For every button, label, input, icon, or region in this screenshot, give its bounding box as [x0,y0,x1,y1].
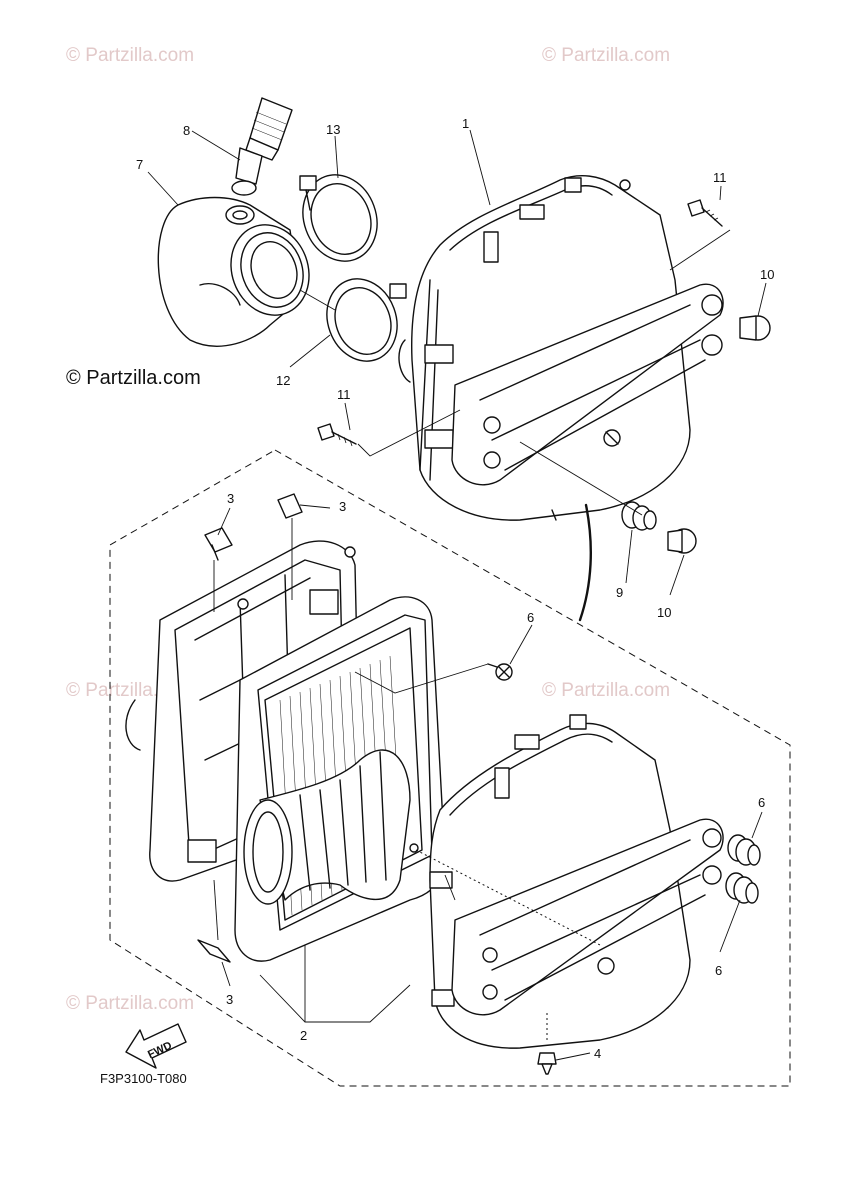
callout-6-upper: 6 [758,795,765,810]
callout-10-upper: 10 [760,267,774,282]
callout-10-lower: 10 [657,605,671,620]
watermark-top-right: © Partzilla.com [542,45,670,66]
part-7-intake-boot [157,196,310,347]
part-10-collar-lower [667,528,697,554]
part-case-cover [409,714,724,1049]
callout-1: 1 [462,116,469,131]
callout-4: 4 [594,1046,601,1061]
part-11-bolt-lower [317,423,357,447]
fwd-direction-arrow: FWD [125,1023,187,1069]
callout-3-upper-right: 3 [339,499,346,514]
assembly-group-outline [109,449,791,1087]
part-3-clip-a [204,527,233,561]
watermark-main: © Partzilla.com [66,367,201,389]
connecting-hose [578,503,592,622]
part-13-hose-clamp [299,174,378,262]
callout-7: 7 [136,157,143,172]
watermark-top-left: © Partzilla.com [66,45,194,66]
callout-3-upper-left: 3 [227,491,234,506]
callout-3-lower: 3 [226,992,233,1007]
callout-5: 6 [527,610,534,625]
callout-11-upper: 11 [713,170,727,185]
part-5-screw [487,663,513,681]
part-4-drain-plug [537,1010,557,1075]
callout-12: 12 [276,373,290,388]
part-3-clip-c [197,939,231,963]
callout-11-lower: 11 [337,387,351,402]
part-3-clip-b [277,493,303,519]
part-11-bolt-upper [687,199,723,227]
part-6-grommet-upper [727,834,761,866]
callout-8: 8 [183,123,190,138]
callout-13: 13 [326,122,340,137]
diagram-code: F3P3100-T080 [100,1071,187,1086]
part-8-hose-fitting [231,97,293,196]
part-6-grommet-lower [725,872,759,904]
callout-2: 2 [300,1028,307,1043]
watermark-mid-right: © Partzilla.com [542,680,670,701]
watermark-bottom-left: © Partzilla.com [66,993,194,1014]
part-2-air-filter-element [234,596,446,962]
callout-9: 9 [616,585,623,600]
part-1-air-cleaner-case [398,174,724,521]
part-10-collar-upper [739,315,771,341]
leader-lines [147,129,767,1061]
part-9-grommet [621,501,657,531]
part-12-hose-clamp [326,278,407,362]
callout-6-lower: 6 [715,963,722,978]
